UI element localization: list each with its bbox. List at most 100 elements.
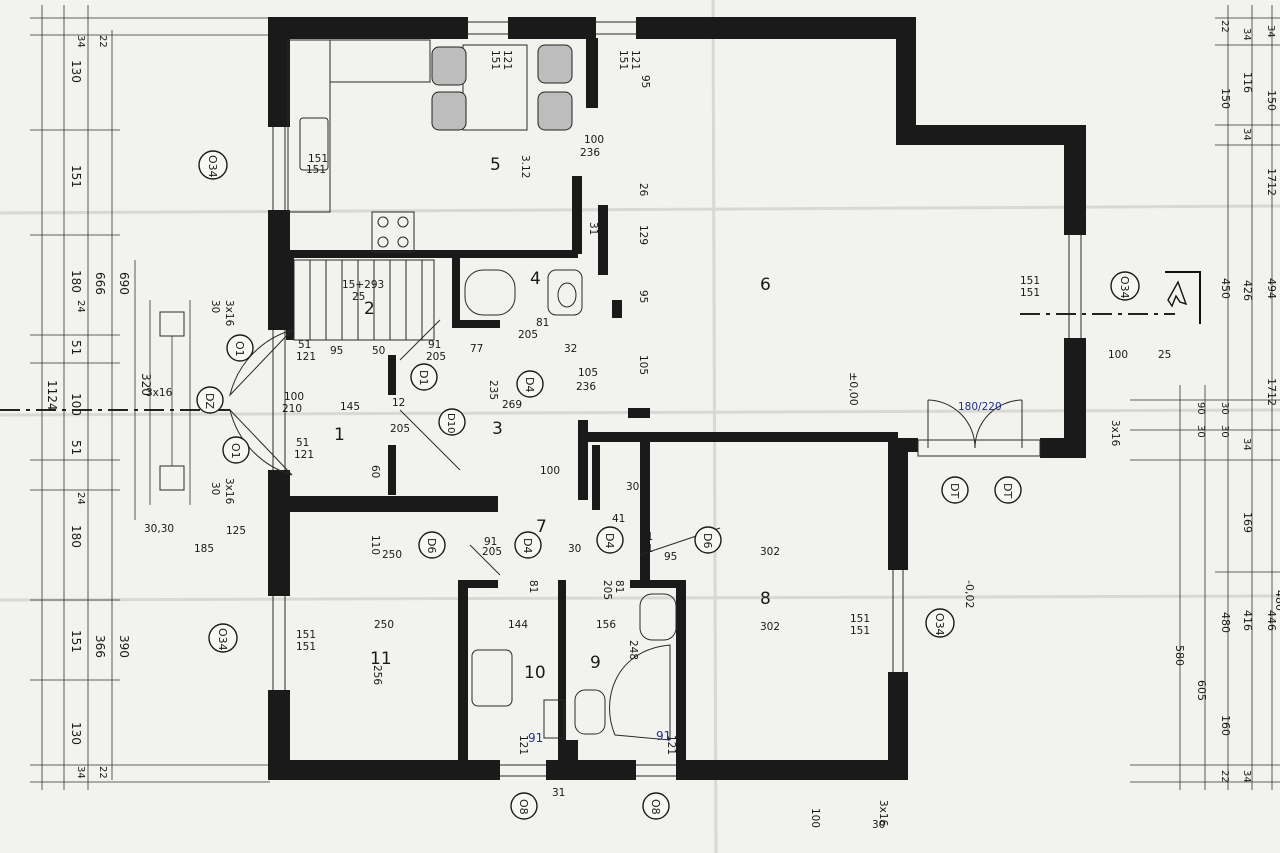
dim-151b: 151 — [69, 630, 83, 653]
dim-text: 3x16 — [877, 800, 889, 827]
dim-text: 31 — [552, 787, 565, 799]
dim-text: 256 — [371, 665, 383, 685]
dim-416: 416 — [1241, 610, 1254, 631]
door-tag: DT — [941, 476, 969, 504]
dim-text: 3x16 — [1109, 420, 1121, 447]
window-frames — [272, 21, 1082, 777]
dim-text: 100 — [584, 134, 604, 146]
window-tag: O1 — [222, 436, 250, 464]
dim-text: 235 — [487, 380, 499, 400]
interior-walls — [286, 38, 898, 762]
staircase — [293, 259, 435, 341]
left-dimension-chains: 22 34 130 151 180 51 100 51 180 151 130 … — [30, 5, 270, 790]
dim-text: 205 — [390, 423, 410, 435]
bathroom-fixtures — [464, 269, 677, 741]
window-tag: O34 — [1110, 271, 1140, 301]
dim-text: 151 — [850, 613, 870, 625]
dim-text: 3x16 — [223, 478, 235, 505]
dim-text: 248 — [627, 640, 639, 660]
dim-text: 41 — [612, 513, 625, 525]
paper-fold-line — [0, 204, 1280, 215]
entrance-canopy — [149, 300, 191, 505]
room-number: 10 — [524, 663, 546, 683]
dim-text: 144 — [508, 619, 528, 631]
dim-text: 50 — [372, 345, 385, 357]
dim-text: 100 — [809, 808, 821, 828]
svg-text:D4: D4 — [523, 377, 536, 392]
dim-426: 426 — [1241, 280, 1254, 301]
elevation-mark: ±0,00 — [847, 372, 860, 406]
dim-text: 95 — [637, 290, 649, 303]
door-tag: D4 — [516, 370, 544, 398]
dim-390: 390 — [117, 635, 131, 658]
dim-51: 51 — [69, 340, 83, 355]
door-tag: D6 — [694, 526, 722, 554]
dim-text: 205 — [426, 351, 446, 363]
dim-text: 3x16 — [223, 300, 235, 327]
dim-24: 24 — [75, 300, 86, 313]
paper-fold-line — [711, 0, 718, 853]
dim-text: 105 — [637, 355, 649, 375]
dim-text: 25 — [352, 291, 365, 303]
dim-text: 31 — [587, 222, 599, 235]
svg-text:O8: O8 — [649, 799, 662, 815]
dim-text: 236 — [576, 381, 596, 393]
dim-text: 30 — [209, 300, 221, 313]
dim-22b: 22 — [97, 766, 108, 779]
dim-1712b: 1712 — [1265, 378, 1278, 406]
window-tag: O8 — [510, 792, 538, 820]
dim-180: 180 — [69, 270, 83, 293]
door-swings — [229, 319, 1023, 576]
dim-text: 105 — [578, 367, 598, 379]
room-number: 6 — [760, 275, 771, 295]
right-dimension-chains: 150 34 116 150 34 1712 426 450 494 1712 … — [1130, 5, 1280, 790]
svg-text:DT: DT — [948, 483, 961, 498]
window-tag: O34 — [925, 608, 955, 638]
dim-text: 129 — [637, 225, 649, 245]
dim-text: 302 — [760, 621, 780, 633]
dim-450: 450 — [1219, 278, 1232, 299]
dim-320: 320 — [139, 373, 153, 396]
dim-text: 269 — [502, 399, 522, 411]
svg-text:D6: D6 — [425, 538, 438, 553]
dim-480: 480 — [1219, 612, 1232, 633]
dim-text: 30 — [209, 482, 221, 495]
handwritten-note: 91 — [528, 731, 543, 745]
window-tag: O8 — [642, 792, 670, 820]
dim-34d: 34 — [1241, 770, 1252, 783]
dim-text: 250 — [382, 549, 402, 561]
dim-90: 90 — [1195, 402, 1206, 415]
svg-text:O34: O34 — [216, 628, 229, 651]
dim-480b: 480 — [1273, 590, 1280, 611]
dim-text: 25 — [1158, 349, 1171, 361]
dim-22: 22 — [1219, 770, 1230, 783]
dim-text: 151 — [308, 153, 328, 165]
window-tag: O1 — [226, 334, 254, 362]
dim-text: 81 — [527, 580, 539, 593]
dim-text: 145 — [340, 401, 360, 413]
dim-366: 366 — [93, 635, 107, 658]
dim-34c: 34 — [1241, 438, 1252, 451]
dim-text: 302 — [760, 546, 780, 558]
dim-130: 130 — [69, 60, 83, 83]
dim-text: 30 — [626, 481, 639, 493]
dim-text: 30 — [568, 543, 581, 555]
dim-text: 151 — [617, 50, 629, 70]
dim-text: 3x16 — [146, 387, 173, 399]
dim-text: 121 — [294, 449, 314, 461]
dim-text: 250 — [374, 619, 394, 631]
svg-text:O1: O1 — [229, 443, 242, 459]
dim-34b: 34 — [75, 766, 86, 779]
svg-text:D1: D1 — [417, 370, 430, 385]
door-tag: D6 — [418, 531, 446, 559]
dim-text: 121 — [629, 50, 641, 70]
dim-690: 690 — [117, 272, 131, 295]
room-number: 2 — [364, 299, 375, 319]
dim-100: 100 — [69, 393, 83, 416]
handwritten-note: 91 — [656, 729, 671, 743]
room-number: 4 — [530, 269, 541, 289]
paper-fold-line — [0, 594, 1280, 602]
dim-text: 3.12 — [519, 155, 531, 178]
dim-text: 121 — [296, 351, 316, 363]
